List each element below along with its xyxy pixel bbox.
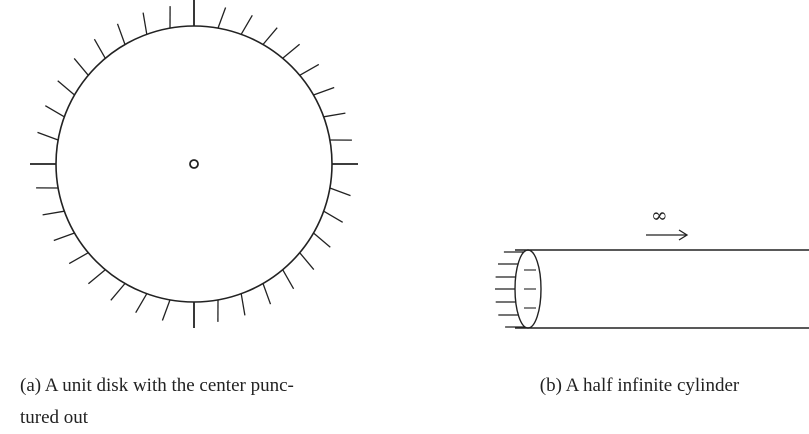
caption-b: (b) A half infinite cylinder bbox=[539, 375, 740, 396]
caption-a-line1: (a) A unit disk with the center punc- bbox=[20, 375, 294, 396]
hatch-mark bbox=[329, 187, 351, 197]
boundary-hatch-marks bbox=[30, 0, 358, 328]
hatch-mark bbox=[87, 269, 106, 285]
half-infinite-cylinder-drawing: ∞ bbox=[495, 203, 809, 329]
hatch-mark bbox=[299, 252, 315, 271]
punctured-center-point bbox=[189, 159, 199, 169]
hatch-mark bbox=[282, 43, 301, 59]
hatch-mark bbox=[37, 131, 59, 141]
hatch-mark bbox=[44, 105, 65, 118]
hatch-mark bbox=[262, 27, 278, 45]
unit-disk-drawing bbox=[30, 0, 358, 328]
hatch-mark bbox=[53, 232, 75, 242]
hatch-mark bbox=[161, 299, 171, 321]
hatch-mark bbox=[68, 252, 89, 265]
caption-a-line2: tured out bbox=[20, 407, 89, 428]
hatch-mark bbox=[262, 283, 272, 305]
hatch-mark bbox=[282, 269, 295, 290]
figure-panel: ∞ bbox=[30, 0, 809, 329]
hatch-mark bbox=[135, 293, 148, 314]
hatch-mark bbox=[313, 232, 331, 248]
cylinder-hatch-marks bbox=[495, 251, 536, 328]
infinity-label: ∞ bbox=[651, 203, 668, 227]
hatch-mark bbox=[217, 7, 227, 29]
caption-a: (a) A unit disk with the center punc- tu… bbox=[20, 370, 380, 434]
hatch-mark bbox=[240, 293, 246, 316]
direction-arrow-head bbox=[678, 229, 689, 241]
hatch-mark bbox=[110, 283, 126, 301]
hatch-mark bbox=[299, 63, 320, 76]
hatch-mark bbox=[240, 14, 253, 35]
hatch-mark bbox=[42, 210, 65, 216]
hatch-mark bbox=[93, 38, 106, 59]
hatch-mark bbox=[57, 80, 75, 96]
hatch-mark bbox=[323, 210, 344, 223]
unit-disk-boundary bbox=[55, 25, 333, 303]
hatch-mark bbox=[73, 57, 89, 76]
hatch-mark bbox=[323, 112, 346, 118]
hatch-mark bbox=[116, 23, 126, 45]
hatch-mark bbox=[313, 86, 335, 96]
hatch-mark bbox=[142, 12, 148, 35]
